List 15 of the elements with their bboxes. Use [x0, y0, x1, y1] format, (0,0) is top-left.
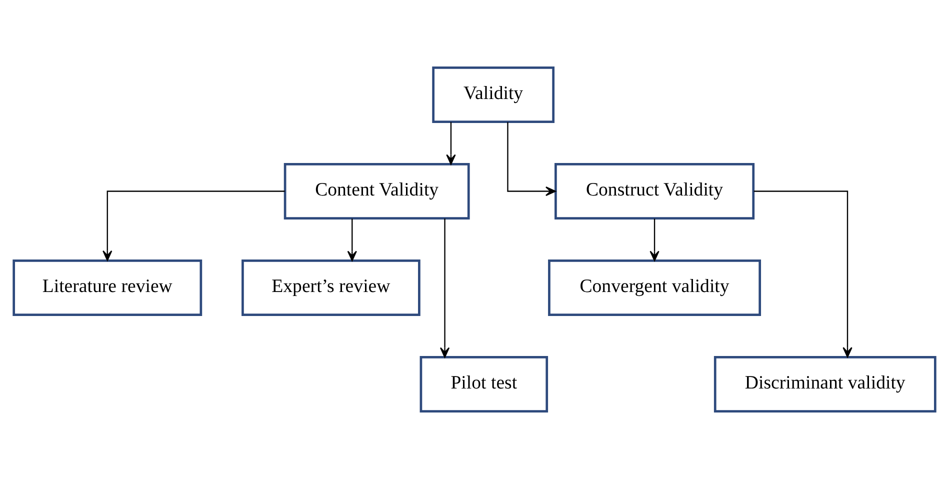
arrow — [754, 190, 852, 358]
node-box: Convergent validity — [548, 260, 762, 316]
node-box: Literature review — [12, 260, 202, 316]
node-box: Pilot test — [420, 356, 548, 412]
arrow — [102, 190, 285, 261]
node-box: Expert’s review — [242, 260, 420, 316]
arrow — [507, 122, 556, 196]
node-box: Discriminant validity — [714, 356, 936, 412]
node-box: Validity — [432, 66, 555, 124]
arrow — [347, 218, 357, 262]
node-box: Construct Validity — [554, 163, 755, 220]
node-box: Content Validity — [284, 163, 470, 220]
arrow — [650, 218, 660, 262]
arrow — [446, 122, 456, 165]
arrow — [440, 218, 450, 358]
